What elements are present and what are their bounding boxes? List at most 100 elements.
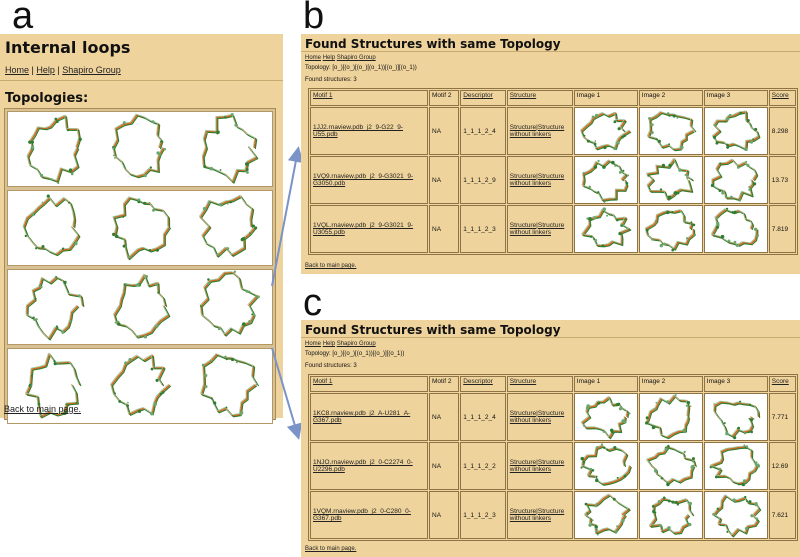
- image2-cell[interactable]: [638, 107, 703, 155]
- header-score[interactable]: Score: [768, 90, 796, 106]
- back-to-main-link[interactable]: Back to main page.: [305, 546, 357, 552]
- structure-link[interactable]: Structure: [509, 459, 537, 466]
- nav-bar: Home Help Shapiro Group: [305, 55, 376, 61]
- header-motif1[interactable]: Motif 1: [310, 376, 428, 392]
- rna-image: [711, 494, 761, 538]
- structure-cell: Structure|Structure without linkers: [506, 156, 573, 204]
- image3-cell[interactable]: [703, 442, 768, 490]
- image2-cell[interactable]: [638, 491, 703, 539]
- header-score[interactable]: Score: [768, 376, 796, 392]
- image3-cell[interactable]: [703, 491, 768, 539]
- header-structure[interactable]: Structure: [506, 90, 573, 106]
- image3-cell[interactable]: [703, 205, 768, 253]
- rna-image: [709, 444, 760, 487]
- rna-image: [646, 111, 697, 152]
- image2-cell[interactable]: [638, 442, 703, 490]
- motif2-cell: NA: [429, 156, 460, 204]
- nav-home-link[interactable]: Home: [305, 341, 322, 347]
- structure-link[interactable]: Structure: [509, 173, 537, 180]
- structure-without-linkers-link[interactable]: Structure without linkers: [509, 124, 565, 138]
- header-structure[interactable]: Structure: [506, 376, 573, 392]
- divider: [0, 80, 283, 81]
- structure-without-linkers-link[interactable]: Structure without linkers: [509, 410, 565, 424]
- figure-letter-a: a: [12, 0, 34, 37]
- page-title: Internal loops: [5, 38, 131, 57]
- header-motif2: Motif 2: [429, 376, 460, 392]
- nav-home-link[interactable]: Home: [305, 55, 322, 61]
- image2-cell[interactable]: [638, 156, 703, 204]
- score-cell: 7.819: [768, 205, 796, 253]
- image2-cell[interactable]: [638, 393, 703, 441]
- topology-row-4[interactable]: [7, 348, 273, 424]
- structure-link[interactable]: Structure: [509, 124, 537, 131]
- image1-cell[interactable]: [573, 205, 638, 253]
- rna-image: [644, 394, 692, 440]
- structure-without-linkers-link[interactable]: Structure without linkers: [509, 173, 565, 187]
- nav-help-link[interactable]: Help: [322, 55, 336, 61]
- back-to-main-link[interactable]: Back to main page.: [4, 404, 82, 414]
- header-image2: Image 2: [638, 90, 703, 106]
- motif1-link[interactable]: 1NJO.rnaview.pdb_j2_0-C2274_0-U2296.pdb: [310, 442, 428, 490]
- topology-row-3[interactable]: [7, 269, 273, 345]
- header-descriptor[interactable]: Descriptor: [460, 90, 506, 106]
- structure-without-linkers-link[interactable]: Structure without linkers: [509, 459, 565, 473]
- structure-without-linkers-link[interactable]: Structure without linkers: [509, 222, 565, 236]
- table-row: 1KC8.rnaview.pdb_j2_A-U281_A-G367.pdb NA…: [310, 393, 796, 441]
- motif2-cell: NA: [429, 442, 460, 490]
- image3-cell[interactable]: [703, 393, 768, 441]
- image1-cell[interactable]: [573, 491, 638, 539]
- motif1-link[interactable]: 1VQM.rnaview.pdb_j2_0-C280_0-G367.pdb: [310, 491, 428, 539]
- image2-cell[interactable]: [638, 205, 703, 253]
- divider: [301, 51, 800, 52]
- rna-structure-images: [25, 270, 260, 341]
- header-image2: Image 2: [638, 376, 703, 392]
- header-descriptor[interactable]: Descriptor: [460, 376, 506, 392]
- motif1-link[interactable]: 1VQ9.rnaview.pdb_j2_9-G3021_9-G3050.pdb: [310, 156, 428, 204]
- rna-structure-images: [22, 194, 258, 261]
- back-to-main-link[interactable]: Back to main page.: [305, 263, 357, 269]
- topology-row-1[interactable]: [7, 111, 273, 187]
- topology-value: [o_)[(o_)[(o_1))[(o_)][(o_1)): [332, 351, 405, 357]
- nav-home-link[interactable]: Home: [5, 65, 30, 75]
- descriptor-cell: 1_1_1_2_4: [460, 107, 506, 155]
- structure-without-linkers-link[interactable]: Structure without linkers: [509, 508, 565, 522]
- motif2-cell: NA: [429, 491, 460, 539]
- score-cell: 7.771: [768, 393, 796, 441]
- topology-line: Topology: [o_)[(o_)[(o_1))[(o_)][(o_1)): [305, 351, 404, 357]
- rna-image: [581, 159, 629, 203]
- nav-bar: Home Help Shapiro Group: [305, 341, 376, 347]
- table-header-row: Motif 1 Motif 2 Descriptor Structure Ima…: [310, 376, 796, 392]
- rna-image: [712, 400, 761, 440]
- rna-structure-images: [26, 112, 259, 184]
- table-row: 1NJO.rnaview.pdb_j2_0-C2274_0-U2296.pdb …: [310, 442, 796, 490]
- motif1-link[interactable]: 1JJ2.rnaview.pdb_j2_9-G22_9-U55.pdb: [310, 107, 428, 155]
- panel-found-structures-b: Found Structures with same Topology Home…: [301, 34, 800, 274]
- motif1-link[interactable]: 1KC8.rnaview.pdb_j2_A-U281_A-G367.pdb: [310, 393, 428, 441]
- table-header-row: Motif 1 Motif 2 Descriptor Structure Ima…: [310, 90, 796, 106]
- nav-help-link[interactable]: Help: [36, 65, 55, 75]
- motif1-link[interactable]: 1VQL.rnaview.pdb_j2_9-G3021_9-U3055.pdb: [310, 205, 428, 253]
- nav-help-link[interactable]: Help: [322, 341, 336, 347]
- header-image1: Image 1: [573, 90, 638, 106]
- found-label: Found structures:: [305, 363, 352, 369]
- nav-shapiro-group-link[interactable]: Shapiro Group: [336, 55, 376, 61]
- nav-shapiro-group-link[interactable]: Shapiro Group: [336, 341, 376, 347]
- image1-cell[interactable]: [573, 156, 638, 204]
- image1-cell[interactable]: [573, 393, 638, 441]
- structure-cell: Structure|Structure without linkers: [506, 393, 573, 441]
- motif2-cell: NA: [429, 205, 460, 253]
- table-row: 1VQ9.rnaview.pdb_j2_9-G3021_9-G3050.pdb …: [310, 156, 796, 204]
- image3-cell[interactable]: [703, 156, 768, 204]
- descriptor-cell: 1_1_1_2_3: [460, 491, 506, 539]
- nav-shapiro-group-link[interactable]: Shapiro Group: [62, 65, 121, 75]
- image1-cell[interactable]: [573, 442, 638, 490]
- topology-row-2[interactable]: [7, 190, 273, 266]
- image1-cell[interactable]: [573, 107, 638, 155]
- rna-image: [711, 110, 761, 152]
- structure-link[interactable]: Structure: [509, 508, 537, 515]
- structure-link[interactable]: Structure: [509, 222, 537, 229]
- image3-cell[interactable]: [703, 107, 768, 155]
- header-motif1[interactable]: Motif 1: [310, 90, 428, 106]
- structure-link[interactable]: Structure: [509, 410, 537, 417]
- rna-image: [710, 158, 759, 202]
